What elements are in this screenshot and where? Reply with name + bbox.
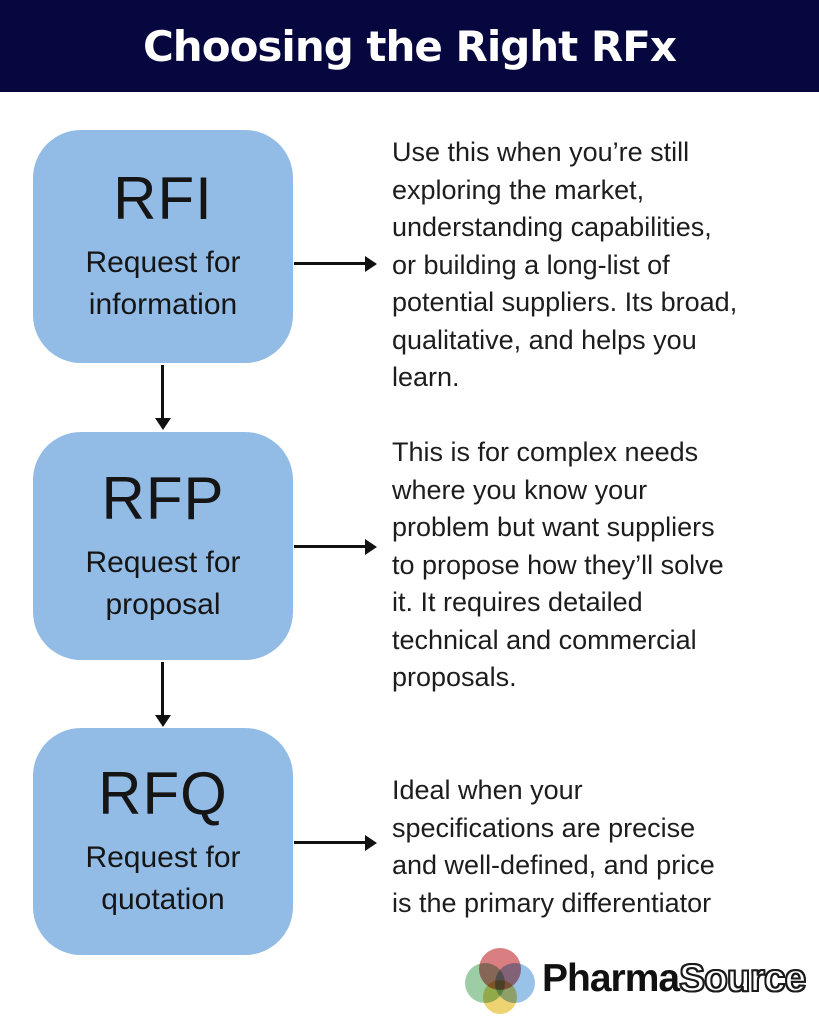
rfp-label: Request for proposal xyxy=(85,545,241,621)
rfq-description: Ideal when your specifications are preci… xyxy=(392,775,715,918)
rfq-box: RFQ Request for quotation xyxy=(33,728,293,955)
brand-logo: PharmaSource xyxy=(462,942,807,1016)
rfp-description: This is for complex needs where you know… xyxy=(392,437,724,692)
rfp-box: RFP Request for proposal xyxy=(33,432,293,660)
arrow-down-rfp-to-rfq-icon xyxy=(154,662,171,727)
arrow-down-rfi-to-rfp-icon xyxy=(154,365,171,430)
rfi-description: Use this when you’re still exploring the… xyxy=(392,137,738,392)
rfq-acronym: RFQ xyxy=(98,760,228,827)
rfq-label: Request for quotation xyxy=(85,841,241,916)
rfp-acronym: RFP xyxy=(101,464,225,532)
header-banner: Choosing the Right RFx xyxy=(0,0,819,92)
brand-name-pharma: Pharma xyxy=(542,957,680,1000)
rfi-acronym: RFI xyxy=(113,165,213,232)
rfi-box: RFI Request for information xyxy=(33,130,293,363)
rfi-label: Request for information xyxy=(85,246,241,321)
brand-name: PharmaSource xyxy=(542,956,807,1001)
page-title: Choosing the Right RFx xyxy=(142,21,677,71)
arrow-right-rfq-icon xyxy=(294,834,377,851)
logo-circles-icon xyxy=(465,948,535,1014)
arrow-right-rfi-icon xyxy=(294,255,377,272)
arrow-right-rfp-icon xyxy=(294,538,377,555)
brand-name-source: Source xyxy=(678,956,807,1001)
